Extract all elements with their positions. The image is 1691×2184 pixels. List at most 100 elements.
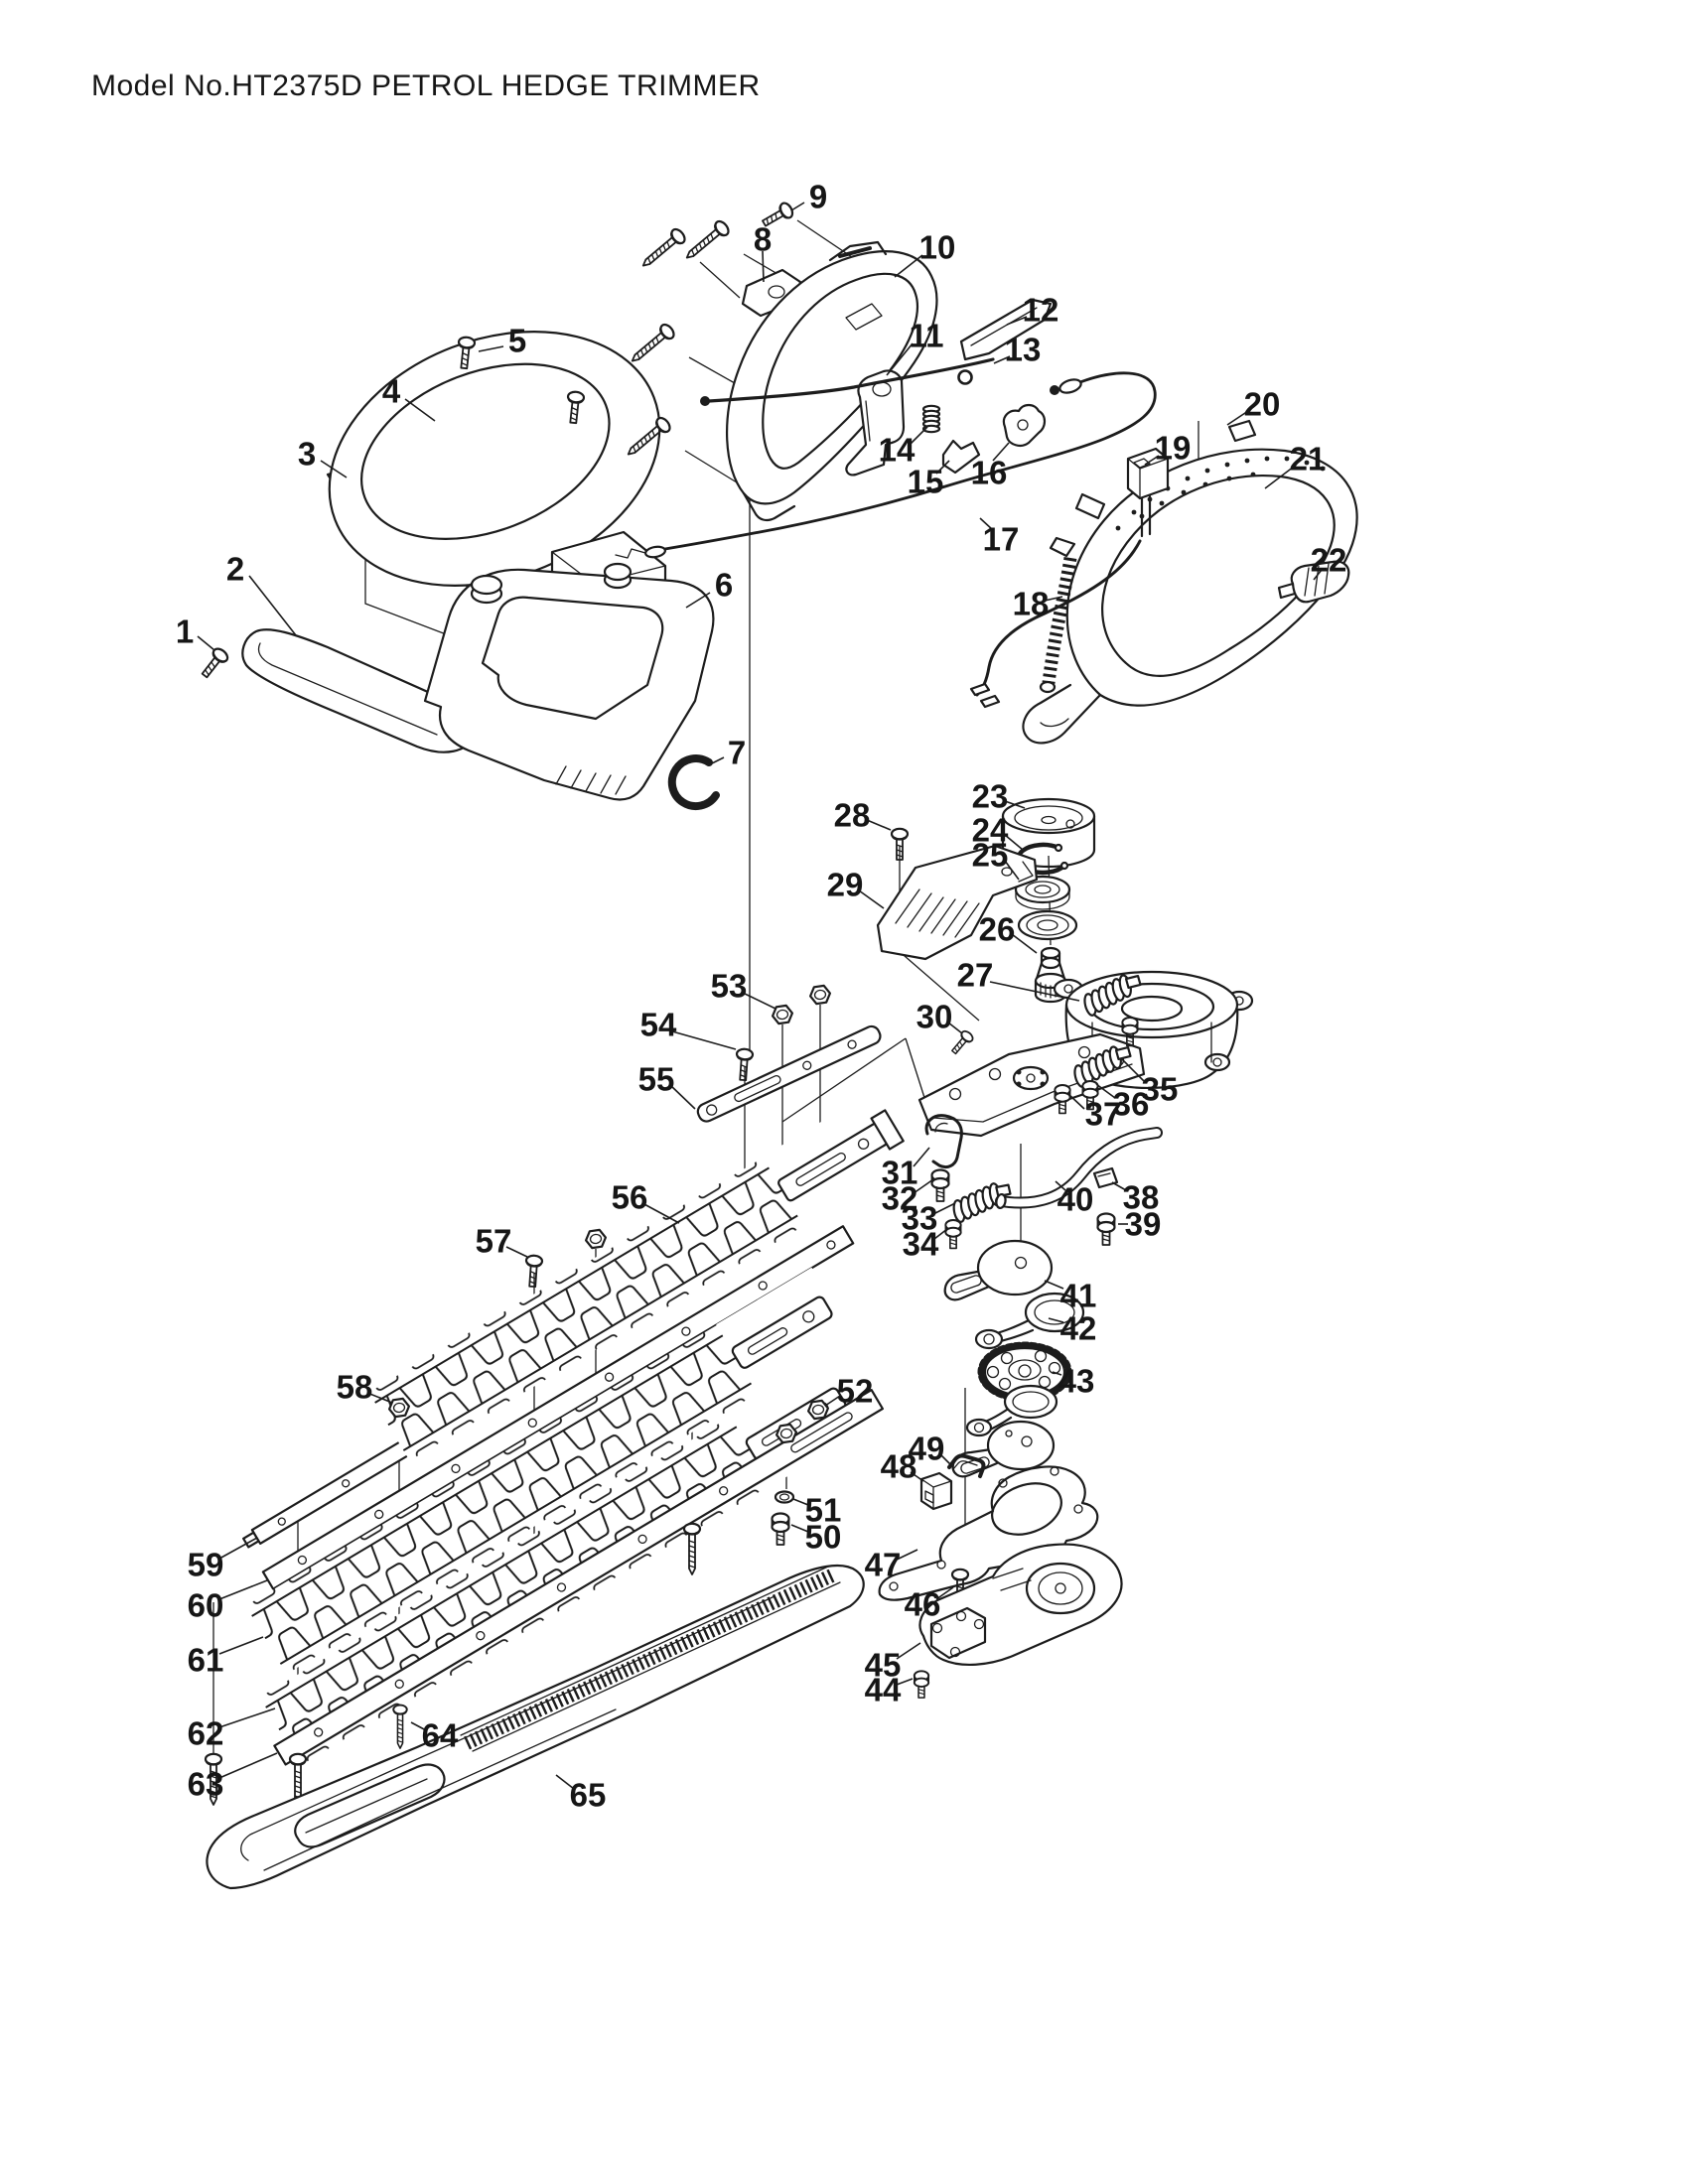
leader-part-13 xyxy=(993,355,1011,364)
part-39-bolt xyxy=(1096,1212,1116,1247)
part-45-bottom-cover xyxy=(918,1543,1123,1667)
part-number-37: 37 xyxy=(1085,1096,1122,1133)
part-10-front-handle-housing xyxy=(726,240,938,522)
part-number-36: 36 xyxy=(1113,1086,1150,1123)
part-63-bottom-guide-bar xyxy=(273,1389,885,1766)
part-25-ball-bearings xyxy=(1014,875,1078,941)
part-number-20: 20 xyxy=(1244,386,1281,423)
part-33-spring xyxy=(946,1179,1012,1227)
leader-part-35 xyxy=(1120,1057,1145,1082)
part-number-45: 45 xyxy=(865,1647,902,1684)
part-number-34: 34 xyxy=(903,1226,939,1263)
part-65-blade-cover xyxy=(206,1564,865,1890)
part-7-c-clip xyxy=(667,754,720,811)
part-55-connector-bar xyxy=(696,1024,882,1123)
leader-part-63 xyxy=(218,1752,278,1779)
part-21-rear-handle xyxy=(1022,448,1358,745)
part-42-connecting-rod xyxy=(974,1292,1085,1350)
part-64-bolt xyxy=(392,1704,408,1750)
leader-part-47 xyxy=(896,1549,918,1561)
leader-part-2 xyxy=(248,575,297,636)
part-number-39: 39 xyxy=(1125,1206,1162,1243)
blade-mount-plate xyxy=(917,1032,1146,1138)
leader-part-7 xyxy=(707,756,725,766)
leader-part-12 xyxy=(1006,316,1028,326)
part-number-29: 29 xyxy=(827,867,864,903)
part-number-7: 7 xyxy=(728,735,746,771)
part-number-48: 48 xyxy=(881,1448,917,1485)
part-6-housing-bracket xyxy=(423,562,715,801)
part-13-throttle-rod xyxy=(700,357,995,406)
leader-part-8 xyxy=(762,250,765,283)
part-number-57: 57 xyxy=(476,1223,512,1260)
part-54-screw xyxy=(734,1047,755,1082)
part-8-screw-2 xyxy=(680,217,733,265)
part-8-screw-3 xyxy=(626,321,678,368)
part-56-top-cutter-blade xyxy=(368,1090,916,1461)
leader-part-23 xyxy=(1004,800,1026,809)
part-number-26: 26 xyxy=(979,911,1016,948)
part-number-21: 21 xyxy=(1290,441,1327,478)
part-34-bolt xyxy=(944,1219,962,1250)
part-number-61: 61 xyxy=(188,1642,224,1679)
leader-part-59 xyxy=(218,1537,258,1560)
part-18-wiring xyxy=(969,539,1142,709)
part-number-56: 56 xyxy=(612,1179,648,1216)
part-number-49: 49 xyxy=(909,1431,945,1467)
leader-part-38 xyxy=(1111,1181,1127,1191)
part-number-43: 43 xyxy=(1058,1363,1095,1400)
leader-part-64 xyxy=(410,1721,427,1731)
part-number-64: 64 xyxy=(422,1717,459,1754)
part-number-51: 51 xyxy=(805,1492,842,1529)
part-number-38: 38 xyxy=(1123,1179,1160,1216)
part-8-screw-1 xyxy=(636,225,689,273)
part-37-bolt xyxy=(1054,1084,1071,1115)
part-number-35: 35 xyxy=(1142,1071,1179,1108)
leader-part-37 xyxy=(1067,1093,1085,1110)
leader-part-57 xyxy=(505,1246,528,1258)
leader-part-21 xyxy=(1264,466,1295,489)
part-44-bolt xyxy=(913,1670,930,1700)
leader-part-61 xyxy=(218,1636,264,1655)
part-50-bolt xyxy=(771,1512,790,1547)
part-48-clamp-block xyxy=(919,1471,953,1511)
part-60-blade-bar xyxy=(261,1225,855,1590)
leader-part-56 xyxy=(641,1202,680,1224)
part-number-16: 16 xyxy=(971,455,1008,491)
part-number-11: 11 xyxy=(910,318,944,354)
part-number-22: 22 xyxy=(1311,542,1347,579)
part-40-pipe xyxy=(995,1127,1163,1210)
leader-part-48 xyxy=(910,1471,924,1482)
leader-part-34 xyxy=(933,1228,948,1240)
leader-part-53 xyxy=(742,992,776,1010)
part-number-13: 13 xyxy=(1005,332,1042,368)
part-number-53: 53 xyxy=(711,968,748,1005)
part-53-nut-b xyxy=(807,984,833,1006)
part-number-47: 47 xyxy=(865,1547,902,1583)
part-number-14: 14 xyxy=(879,432,916,469)
part-47-gasket xyxy=(878,1465,1099,1601)
part-19-switch xyxy=(1126,447,1170,538)
leader-part-33 xyxy=(932,1202,956,1215)
leader-part-5 xyxy=(478,345,504,352)
part-number-32: 32 xyxy=(882,1180,918,1217)
part-57-screw xyxy=(523,1254,544,1289)
part-29-heat-shield xyxy=(876,844,1039,961)
leader-part-4 xyxy=(404,398,436,422)
part-number-52: 52 xyxy=(837,1373,874,1410)
leader-part-40 xyxy=(1055,1180,1066,1191)
leader-part-31 xyxy=(913,1147,930,1167)
part-number-2: 2 xyxy=(226,551,244,588)
part-38-square-nut xyxy=(1092,1166,1119,1189)
part-number-3: 3 xyxy=(298,436,316,473)
leader-part-24 xyxy=(1004,834,1024,851)
leader-part-49 xyxy=(938,1452,952,1466)
leader-part-27 xyxy=(989,981,1080,1002)
leader-part-22 xyxy=(1313,569,1323,581)
part-number-54: 54 xyxy=(640,1007,677,1043)
part-16-cam-lever xyxy=(1002,403,1047,447)
part-number-46: 46 xyxy=(905,1586,941,1623)
leader-part-10 xyxy=(894,254,923,278)
